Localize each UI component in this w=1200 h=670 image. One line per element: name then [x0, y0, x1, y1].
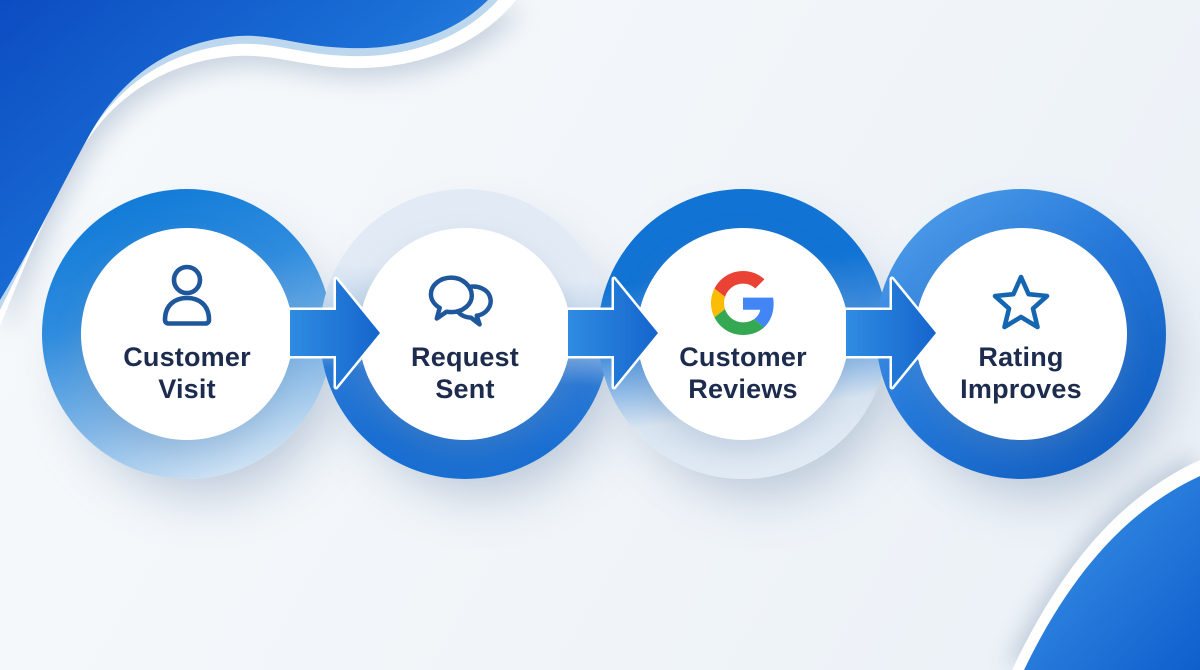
step-label-line2: Visit — [158, 373, 216, 404]
step-label-line1: Customer — [679, 341, 807, 372]
step-label-line1: Customer — [123, 341, 251, 372]
step-label: Rating Improves — [960, 342, 1082, 406]
chat-bubbles-icon — [428, 263, 502, 335]
step-label: Request Sent — [411, 342, 519, 406]
star-icon — [989, 263, 1053, 335]
step-circle: Customer Reviews — [637, 228, 849, 440]
step-rating-improves: Rating Improves — [876, 189, 1166, 479]
person-icon — [154, 263, 220, 335]
step-customer-reviews: Customer Reviews — [598, 189, 888, 479]
step-circle: Request Sent — [359, 228, 571, 440]
step-circle: Rating Improves — [915, 228, 1127, 440]
step-label-line2: Sent — [435, 373, 495, 404]
step-circle: Customer Visit — [81, 228, 293, 440]
google-logo-icon — [711, 263, 775, 335]
step-label-line1: Rating — [978, 341, 1064, 372]
step-label-line2: Reviews — [688, 373, 798, 404]
step-customer-visit: Customer Visit — [42, 189, 332, 479]
step-label: Customer Reviews — [679, 342, 807, 406]
step-label-line2: Improves — [960, 373, 1082, 404]
step-request-sent: Request Sent — [320, 189, 610, 479]
step-label: Customer Visit — [123, 342, 251, 406]
step-label-line1: Request — [411, 341, 519, 372]
